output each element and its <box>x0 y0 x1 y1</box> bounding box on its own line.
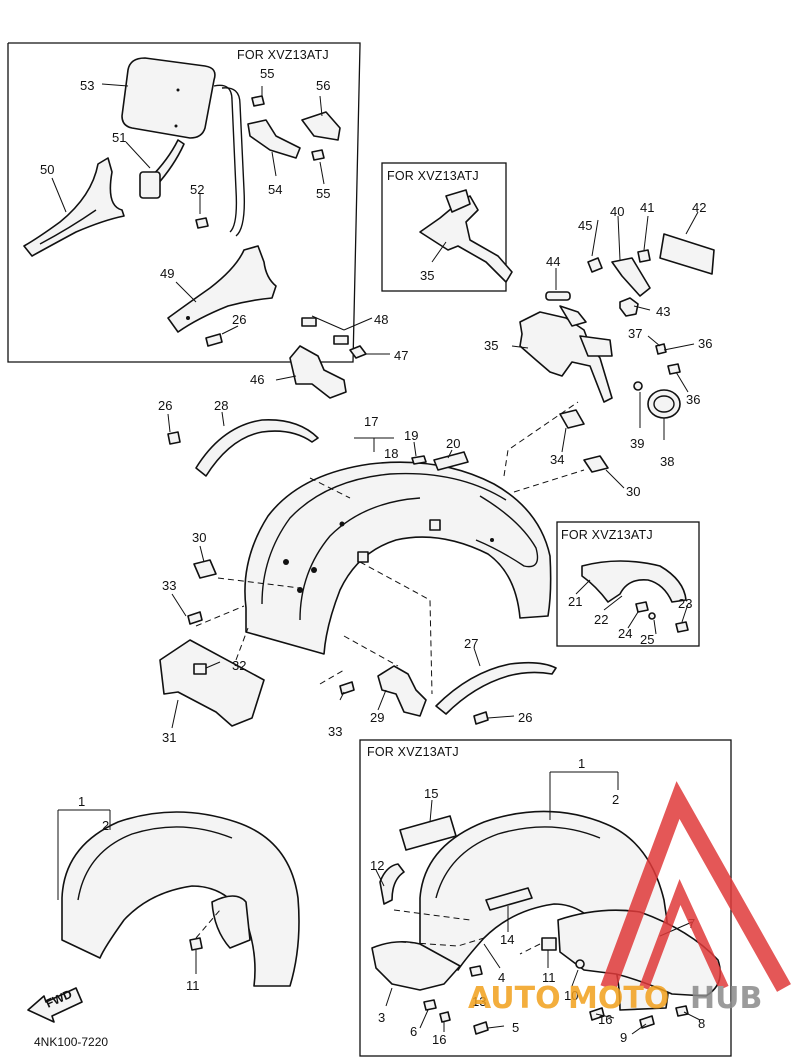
callout-16b: 16 <box>432 1032 446 1047</box>
bracket-box-frame <box>381 162 507 292</box>
callout-4: 4 <box>498 970 505 985</box>
bracket-box-label: FOR XVZ13ATJ <box>387 169 479 183</box>
callout-10: 10 <box>564 988 578 1003</box>
callout-12: 12 <box>370 858 384 873</box>
callout-26b: 26 <box>158 398 172 413</box>
watermark-moto: MOTO <box>568 981 669 1016</box>
backrest-box-label: FOR XVZ13ATJ <box>237 48 329 62</box>
callout-53: 53 <box>80 78 94 93</box>
callout-48: 48 <box>374 312 388 327</box>
callout-55a: 55 <box>260 66 274 81</box>
watermark-hub: HUB <box>690 981 762 1016</box>
callout-13: 13 <box>472 994 486 1009</box>
callout-46: 46 <box>250 372 264 387</box>
callout-32: 32 <box>232 658 246 673</box>
callout-1a: 1 <box>78 794 85 809</box>
callout-47: 47 <box>394 348 408 363</box>
bracket-46-48 <box>275 315 390 399</box>
callout-50: 50 <box>40 162 54 177</box>
rear-flap-option <box>575 560 689 635</box>
callout-26a: 26 <box>232 312 246 327</box>
callout-54: 54 <box>268 182 282 197</box>
callout-51: 51 <box>112 130 126 145</box>
callout-2b: 2 <box>612 792 619 807</box>
license-bracket-assembly <box>511 211 715 489</box>
callout-21: 21 <box>568 594 582 609</box>
part-code: 4NK100-7220 <box>34 1035 108 1049</box>
callout-31: 31 <box>162 730 176 745</box>
callout-1b: 1 <box>578 756 585 771</box>
callout-49: 49 <box>160 266 174 281</box>
callout-45: 45 <box>578 218 592 233</box>
callout-35a: 35 <box>420 268 434 283</box>
lower-right-fender-option <box>371 771 722 1035</box>
callout-27: 27 <box>464 636 478 651</box>
callout-11b: 11 <box>542 970 556 985</box>
callout-34: 34 <box>550 452 564 467</box>
callout-22: 22 <box>594 612 608 627</box>
callout-20: 20 <box>446 436 460 451</box>
callout-40: 40 <box>610 204 624 219</box>
callout-36b: 36 <box>686 392 700 407</box>
callout-35b: 35 <box>484 338 498 353</box>
callout-36a: 36 <box>698 336 712 351</box>
callout-37: 37 <box>628 326 642 341</box>
callout-39: 39 <box>630 436 644 451</box>
callout-23: 23 <box>678 596 692 611</box>
callout-26c: 26 <box>518 710 532 725</box>
callout-3: 3 <box>378 1010 385 1025</box>
lower-left-fender <box>57 809 300 987</box>
callout-15: 15 <box>424 786 438 801</box>
callout-5: 5 <box>512 1020 519 1035</box>
callout-56: 56 <box>316 78 330 93</box>
watermark-auto: AUTO <box>468 981 561 1016</box>
callout-30a: 30 <box>626 484 640 499</box>
backrest-box-frame <box>7 42 361 363</box>
callout-numbers: 53 55 56 51 50 52 54 55 49 26 35 45 40 4… <box>40 66 712 1047</box>
callout-42: 42 <box>692 200 706 215</box>
callout-29: 29 <box>370 710 384 725</box>
license-bracket-option <box>419 189 513 283</box>
callout-33b: 33 <box>328 724 342 739</box>
callout-52: 52 <box>190 182 204 197</box>
lower-fender-box-label: FOR XVZ13ATJ <box>367 745 459 759</box>
callout-55b: 55 <box>316 186 330 201</box>
callout-24: 24 <box>618 626 632 641</box>
callout-25: 25 <box>640 632 654 647</box>
callout-17: 17 <box>364 414 378 429</box>
callout-9: 9 <box>620 1030 627 1045</box>
callout-43: 43 <box>656 304 670 319</box>
rear-flap-box-label: FOR XVZ13ATJ <box>561 528 653 542</box>
callout-44: 44 <box>546 254 560 269</box>
automotohub-watermark: AUTO MOTO HUB <box>468 781 791 1016</box>
callout-33a: 33 <box>162 578 176 593</box>
rear-fender-main <box>159 401 585 729</box>
callout-16a: 16 <box>598 1012 612 1027</box>
callout-41: 41 <box>640 200 654 215</box>
forward-arrow-icon: FWD <box>27 987 83 1023</box>
callout-6: 6 <box>410 1024 417 1039</box>
backrest-group <box>23 57 341 347</box>
callout-14: 14 <box>500 932 514 947</box>
callout-38: 38 <box>660 454 674 469</box>
callout-30b: 30 <box>192 530 206 545</box>
callout-11a: 11 <box>186 978 200 993</box>
callout-28: 28 <box>214 398 228 413</box>
callout-8: 8 <box>698 1016 705 1031</box>
callout-18: 18 <box>384 446 398 461</box>
rear-flap-box-frame <box>556 521 700 647</box>
callout-19: 19 <box>404 428 418 443</box>
callout-2a: 2 <box>102 818 109 833</box>
